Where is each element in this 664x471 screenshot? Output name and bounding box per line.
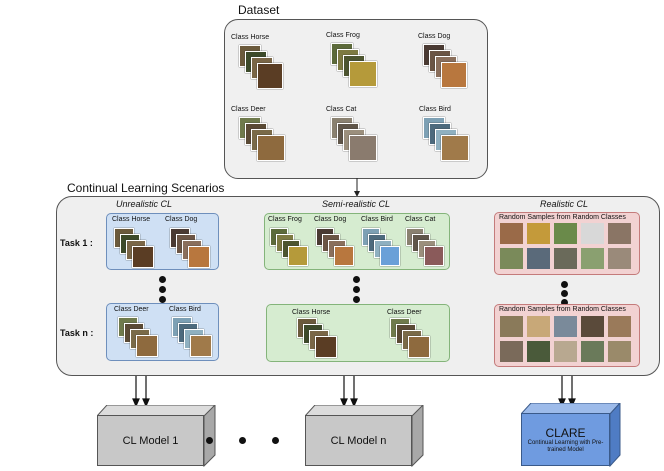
dataset-class-horse: Class Horse <box>231 34 270 41</box>
unrealistic-task1-class-2: Class Dog <box>165 216 198 223</box>
ellipsis-dot <box>561 299 568 306</box>
cl-model-1-label: CL Model 1 <box>97 415 204 466</box>
ellipsis-dot <box>353 286 360 293</box>
unrealistic-taskn-class-2: Class Bird <box>169 306 201 313</box>
unrealistic-taskn-class-1: Class Deer <box>114 306 149 313</box>
dataset-class-dog: Class Dog <box>418 33 451 40</box>
realistic-taskn-caption: Random Samples from Random Classes <box>499 306 626 313</box>
deer-image-stack <box>239 117 289 165</box>
semi-task1-stack-4 <box>406 228 444 268</box>
dog-image-stack <box>423 44 473 89</box>
realistic-task1-grid <box>500 223 636 273</box>
ellipsis-dot <box>353 276 360 283</box>
semi-task1-stack-3 <box>362 228 400 268</box>
cl-model-n-box: CL Model n <box>305 405 425 469</box>
cat-image-stack <box>331 117 381 165</box>
unrealistic-taskn-stack-2 <box>172 317 214 357</box>
clare-subtitle: Continual Learning with Pre-trained Mode… <box>527 439 604 453</box>
dataset-title: Dataset <box>238 3 280 17</box>
horse-image-stack <box>239 45 289 90</box>
ellipsis-dot <box>272 437 279 444</box>
ellipsis-dot <box>353 296 360 303</box>
ellipsis-dot <box>206 437 213 444</box>
cl-model-1-box: CL Model 1 <box>97 405 217 469</box>
semi-task1-class-2: Class Dog <box>314 216 347 223</box>
clare-front: CLARE Continual Learning with Pre-traine… <box>521 413 610 466</box>
bird-image-stack <box>423 117 473 165</box>
dataset-class-frog: Class Frog <box>326 32 360 39</box>
realistic-taskn-grid <box>500 316 636 366</box>
semi-taskn-class-2: Class Deer <box>387 309 422 316</box>
unrealistic-task1-stack-2 <box>170 228 212 268</box>
semi-task1-class-4: Class Cat <box>405 216 436 223</box>
ellipsis-dot <box>159 276 166 283</box>
ellipsis-dot <box>561 290 568 297</box>
clare-model-box: CLARE Continual Learning with Pre-traine… <box>521 403 621 469</box>
semi-task1-class-1: Class Frog <box>268 216 302 223</box>
task-1-label: Task 1 : <box>60 238 93 248</box>
dataset-to-scenarios-arrow <box>354 178 360 197</box>
task-n-label: Task n : <box>60 328 94 338</box>
semi-taskn-class-1: Class Horse <box>292 309 331 316</box>
unrealistic-task1-class-1: Class Horse <box>112 216 151 223</box>
semi-taskn-stack-2 <box>390 318 432 358</box>
semi-task1-class-3: Class Bird <box>361 216 393 223</box>
unrealistic-taskn-stack-1 <box>118 317 160 357</box>
semi-taskn-stack-1 <box>297 318 339 358</box>
realistic-task1-caption: Random Samples from Random Classes <box>499 214 626 221</box>
model-arrows <box>132 376 576 408</box>
ellipsis-dot <box>159 286 166 293</box>
unrealistic-label: Unrealistic CL <box>116 199 173 209</box>
semi-task1-stack-2 <box>316 228 354 268</box>
frog-image-stack <box>331 43 381 88</box>
dataset-class-cat: Class Cat <box>326 106 357 113</box>
ellipsis-dot <box>561 281 568 288</box>
ellipsis-dot <box>239 437 246 444</box>
semi-realistic-label: Semi-realistic CL <box>322 199 391 209</box>
semi-task1-stack-1 <box>270 228 308 268</box>
clare-title: CLARE <box>545 425 586 440</box>
scenarios-title: Continual Learning Scenarios <box>67 181 225 195</box>
ellipsis-dot <box>159 296 166 303</box>
realistic-label: Realistic CL <box>540 199 589 209</box>
unrealistic-task1-stack-1 <box>114 228 156 268</box>
dataset-class-deer: Class Deer <box>231 106 266 113</box>
dataset-class-bird: Class Bird <box>419 106 451 113</box>
cl-model-n-label: CL Model n <box>305 415 412 466</box>
